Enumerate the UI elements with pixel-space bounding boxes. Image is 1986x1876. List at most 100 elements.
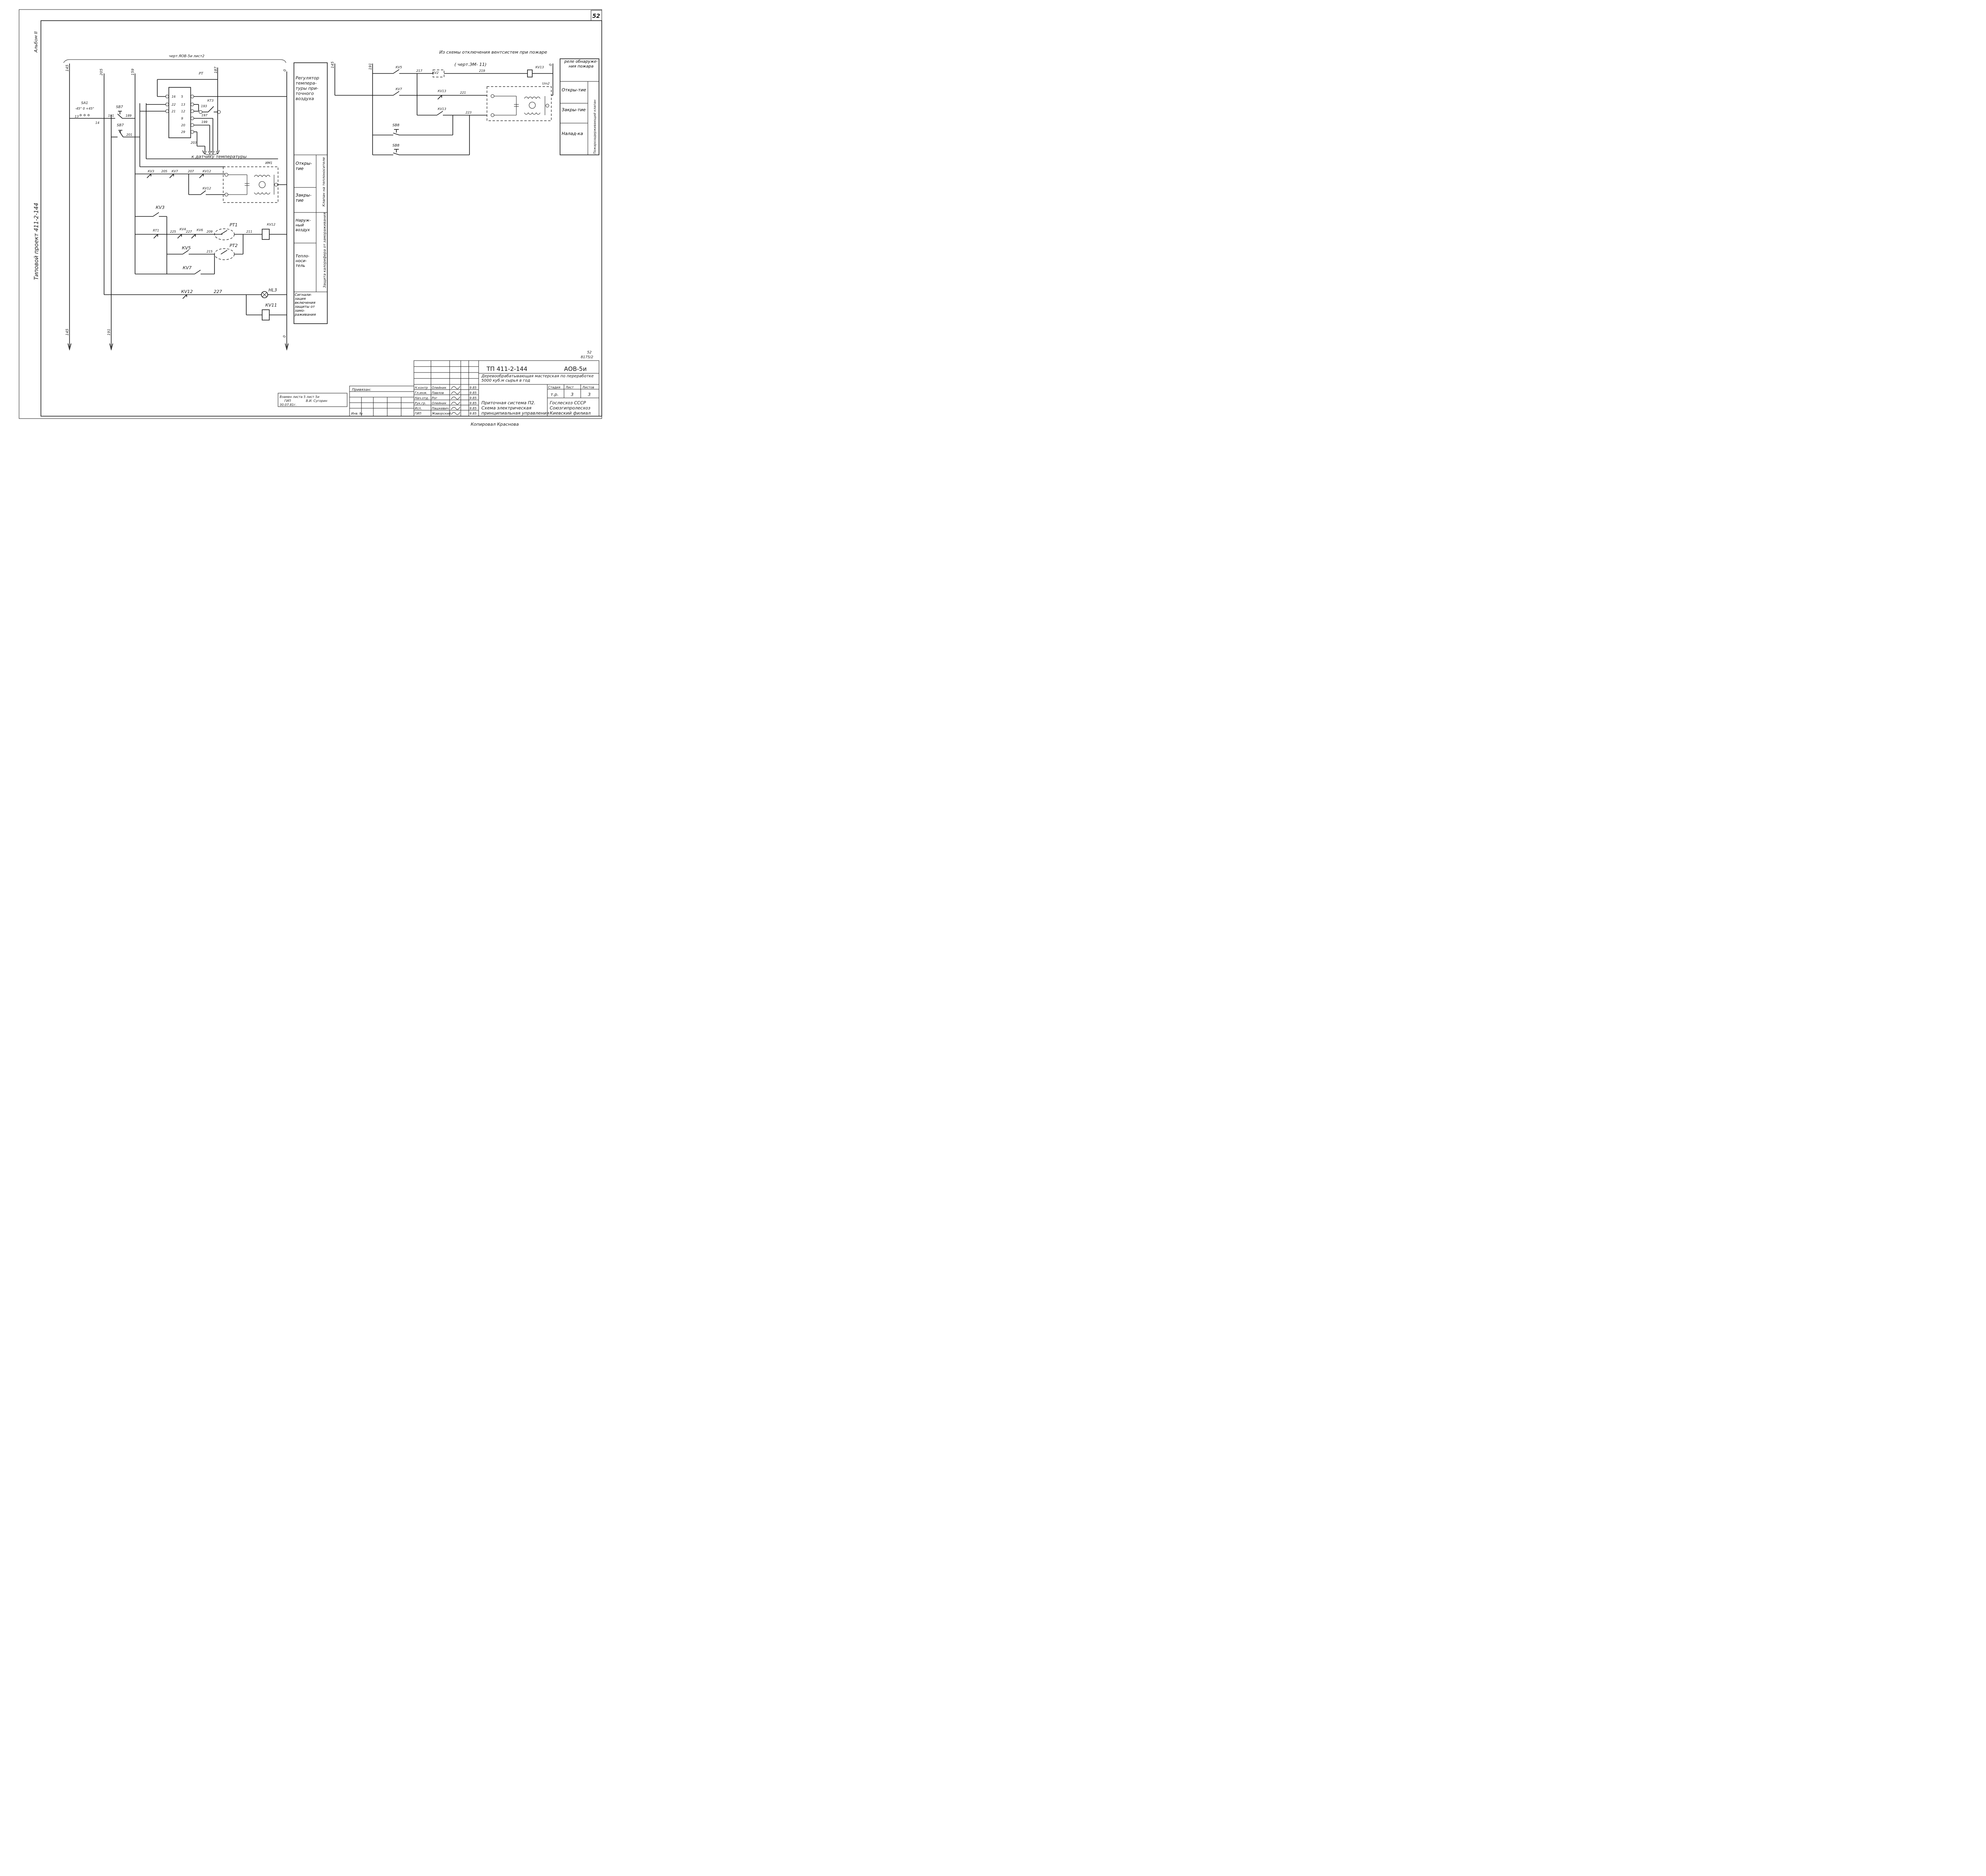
bus-label-0: 0 <box>283 69 287 71</box>
bus-label-0-bottom: 0 <box>283 335 287 338</box>
kv7-label-a: КV7 <box>172 170 178 173</box>
sb7-top-label: SB7 <box>116 105 123 109</box>
col-sheet: Лист <box>565 386 574 389</box>
date-5: 9.85 <box>469 412 477 415</box>
signature-5 <box>451 412 460 415</box>
um2-label: Um2 <box>542 82 550 85</box>
title-block: Привязан: Инв. № Н.контр Гл.инж. Нач.отд… <box>349 360 599 417</box>
kv2-contact <box>433 69 444 77</box>
wire-225: 225 <box>170 230 176 234</box>
wire-201: 201 <box>126 133 132 137</box>
sa1-n14: 14 <box>95 121 99 125</box>
kv12-label-a: КV12 <box>203 170 211 173</box>
legend-adjust: Налад-ка <box>562 131 583 136</box>
legend-protect-group: Защита калорифера от замораживания <box>323 212 327 288</box>
kv7-label-r: КV7 <box>396 87 402 91</box>
kv12-label-b: КV12 <box>203 187 211 190</box>
wire-191: 191 <box>108 114 114 118</box>
kv3-label-a: КV3 <box>148 170 154 173</box>
legend-open-left: Откры-тие <box>296 161 312 171</box>
kv4-label: КV4 <box>180 228 186 231</box>
sensor-note: к датчику температуры <box>191 154 247 159</box>
album-label: Альбом II <box>33 31 39 53</box>
signature-0 <box>451 386 460 389</box>
role-1: Гл.инж. <box>415 391 427 395</box>
wire-215: 215 <box>207 250 213 253</box>
stage-value: т.р. <box>551 392 558 397</box>
pt-pin-9: 9 <box>181 117 183 120</box>
name-4: Пашкевич <box>432 407 449 410</box>
sb8-label-b: SB8 <box>392 144 400 148</box>
replacement-stamp <box>278 393 348 407</box>
sa1-label: SA1 <box>81 101 88 105</box>
kv3-label-b: КV3 <box>156 205 164 210</box>
pt-label: PT <box>199 72 204 76</box>
kv13-coil <box>527 69 533 77</box>
pt1-label: РТ1 <box>230 222 238 228</box>
page-number-box <box>591 10 602 21</box>
org-line-1: Гослесхоз СССР <box>550 400 586 405</box>
bus-label-191-right: 191 <box>369 63 373 70</box>
page-number: 52 <box>592 13 600 19</box>
pt-pin-13: 13 <box>181 103 185 106</box>
copied-by: Копировал Краснова <box>471 422 519 427</box>
wire-227b: 227 <box>214 289 222 294</box>
legend-close-right: Закры-тие <box>562 107 586 112</box>
kv12-label-d: КV12 <box>181 289 193 294</box>
role-4: Исп. <box>415 407 422 410</box>
kv13-coil-label: КV13 <box>535 66 544 69</box>
sb8-label-a: SB8 <box>392 124 400 127</box>
date-3: 9.85 <box>469 401 477 405</box>
role-0: Н.контр <box>415 386 428 390</box>
pt2-label: РТ2 <box>230 243 238 248</box>
project-side-label: Типовой проект 411-2-144 <box>33 203 40 280</box>
wire-223: 223 <box>466 111 471 114</box>
pt2-contact <box>214 248 235 260</box>
kv13-label-b: КV13 <box>438 89 446 93</box>
pt-pin-22: 22 <box>172 103 176 106</box>
kv7-label-b: КV7 <box>183 265 191 270</box>
name-3: Олейник <box>432 401 446 405</box>
wire-207: 207 <box>188 170 194 173</box>
stamp-line2: ГИП <box>284 399 291 403</box>
org-line-2: Союзгипролесхоз <box>550 405 590 411</box>
object-name: Деревообрабатывающая мастерская по перер… <box>481 374 594 383</box>
rt1-label: RT1 <box>153 229 159 232</box>
frame-border <box>41 20 602 417</box>
sa1-positions: -45° 0 +45° <box>75 107 94 110</box>
pt-pin-12: 12 <box>181 110 185 113</box>
legend-signal: Сигнали-зация включения защиты от замо-р… <box>295 293 316 317</box>
wire-219: 219 <box>479 69 485 73</box>
wire-211: 211 <box>246 230 252 234</box>
bus-label-205: 205 <box>100 69 104 75</box>
pt-pin-5: 5 <box>181 95 183 98</box>
sheet-value: 3 <box>571 392 574 397</box>
bus-label-145: 145 <box>66 65 70 71</box>
pt-pin-21: 21 <box>172 110 176 113</box>
actuator-um1 <box>223 166 278 203</box>
wire-221: 221 <box>460 91 466 95</box>
kv12-coil <box>262 229 270 240</box>
outer-border <box>19 9 602 419</box>
actuator-um2 <box>487 86 552 121</box>
name-1: Павлов <box>432 391 444 395</box>
sheet-ref-number: 52 <box>587 351 592 355</box>
wire-209: 209 <box>207 230 213 234</box>
date-4: 9.85 <box>469 407 477 410</box>
col-stage: Стадия <box>548 386 560 389</box>
pt-pin-16: 16 <box>172 95 176 98</box>
fire-note: Из схемы отключения вентсистем при пожар… <box>439 50 547 55</box>
wire-205: 205 <box>161 170 167 173</box>
name-2: Рог <box>432 396 438 400</box>
pt-regulator-box <box>168 87 191 138</box>
bus-label-187: 187 <box>214 67 218 73</box>
date-2: 9.85 <box>469 396 477 400</box>
date-1: 9.85 <box>469 391 477 395</box>
wire-197: 197 <box>201 114 208 117</box>
kv6-label: КV6 <box>197 228 203 232</box>
pt-pin-29: 29 <box>181 130 185 134</box>
kv5-label-r: КV5 <box>396 66 402 69</box>
sheet-code: АОВ-5и <box>564 365 587 372</box>
stamp-line1: Взамен листа 5 лист 5и <box>280 395 319 399</box>
legend-regulator: Регулятор темпера-туры при-точного возду… <box>296 75 319 101</box>
